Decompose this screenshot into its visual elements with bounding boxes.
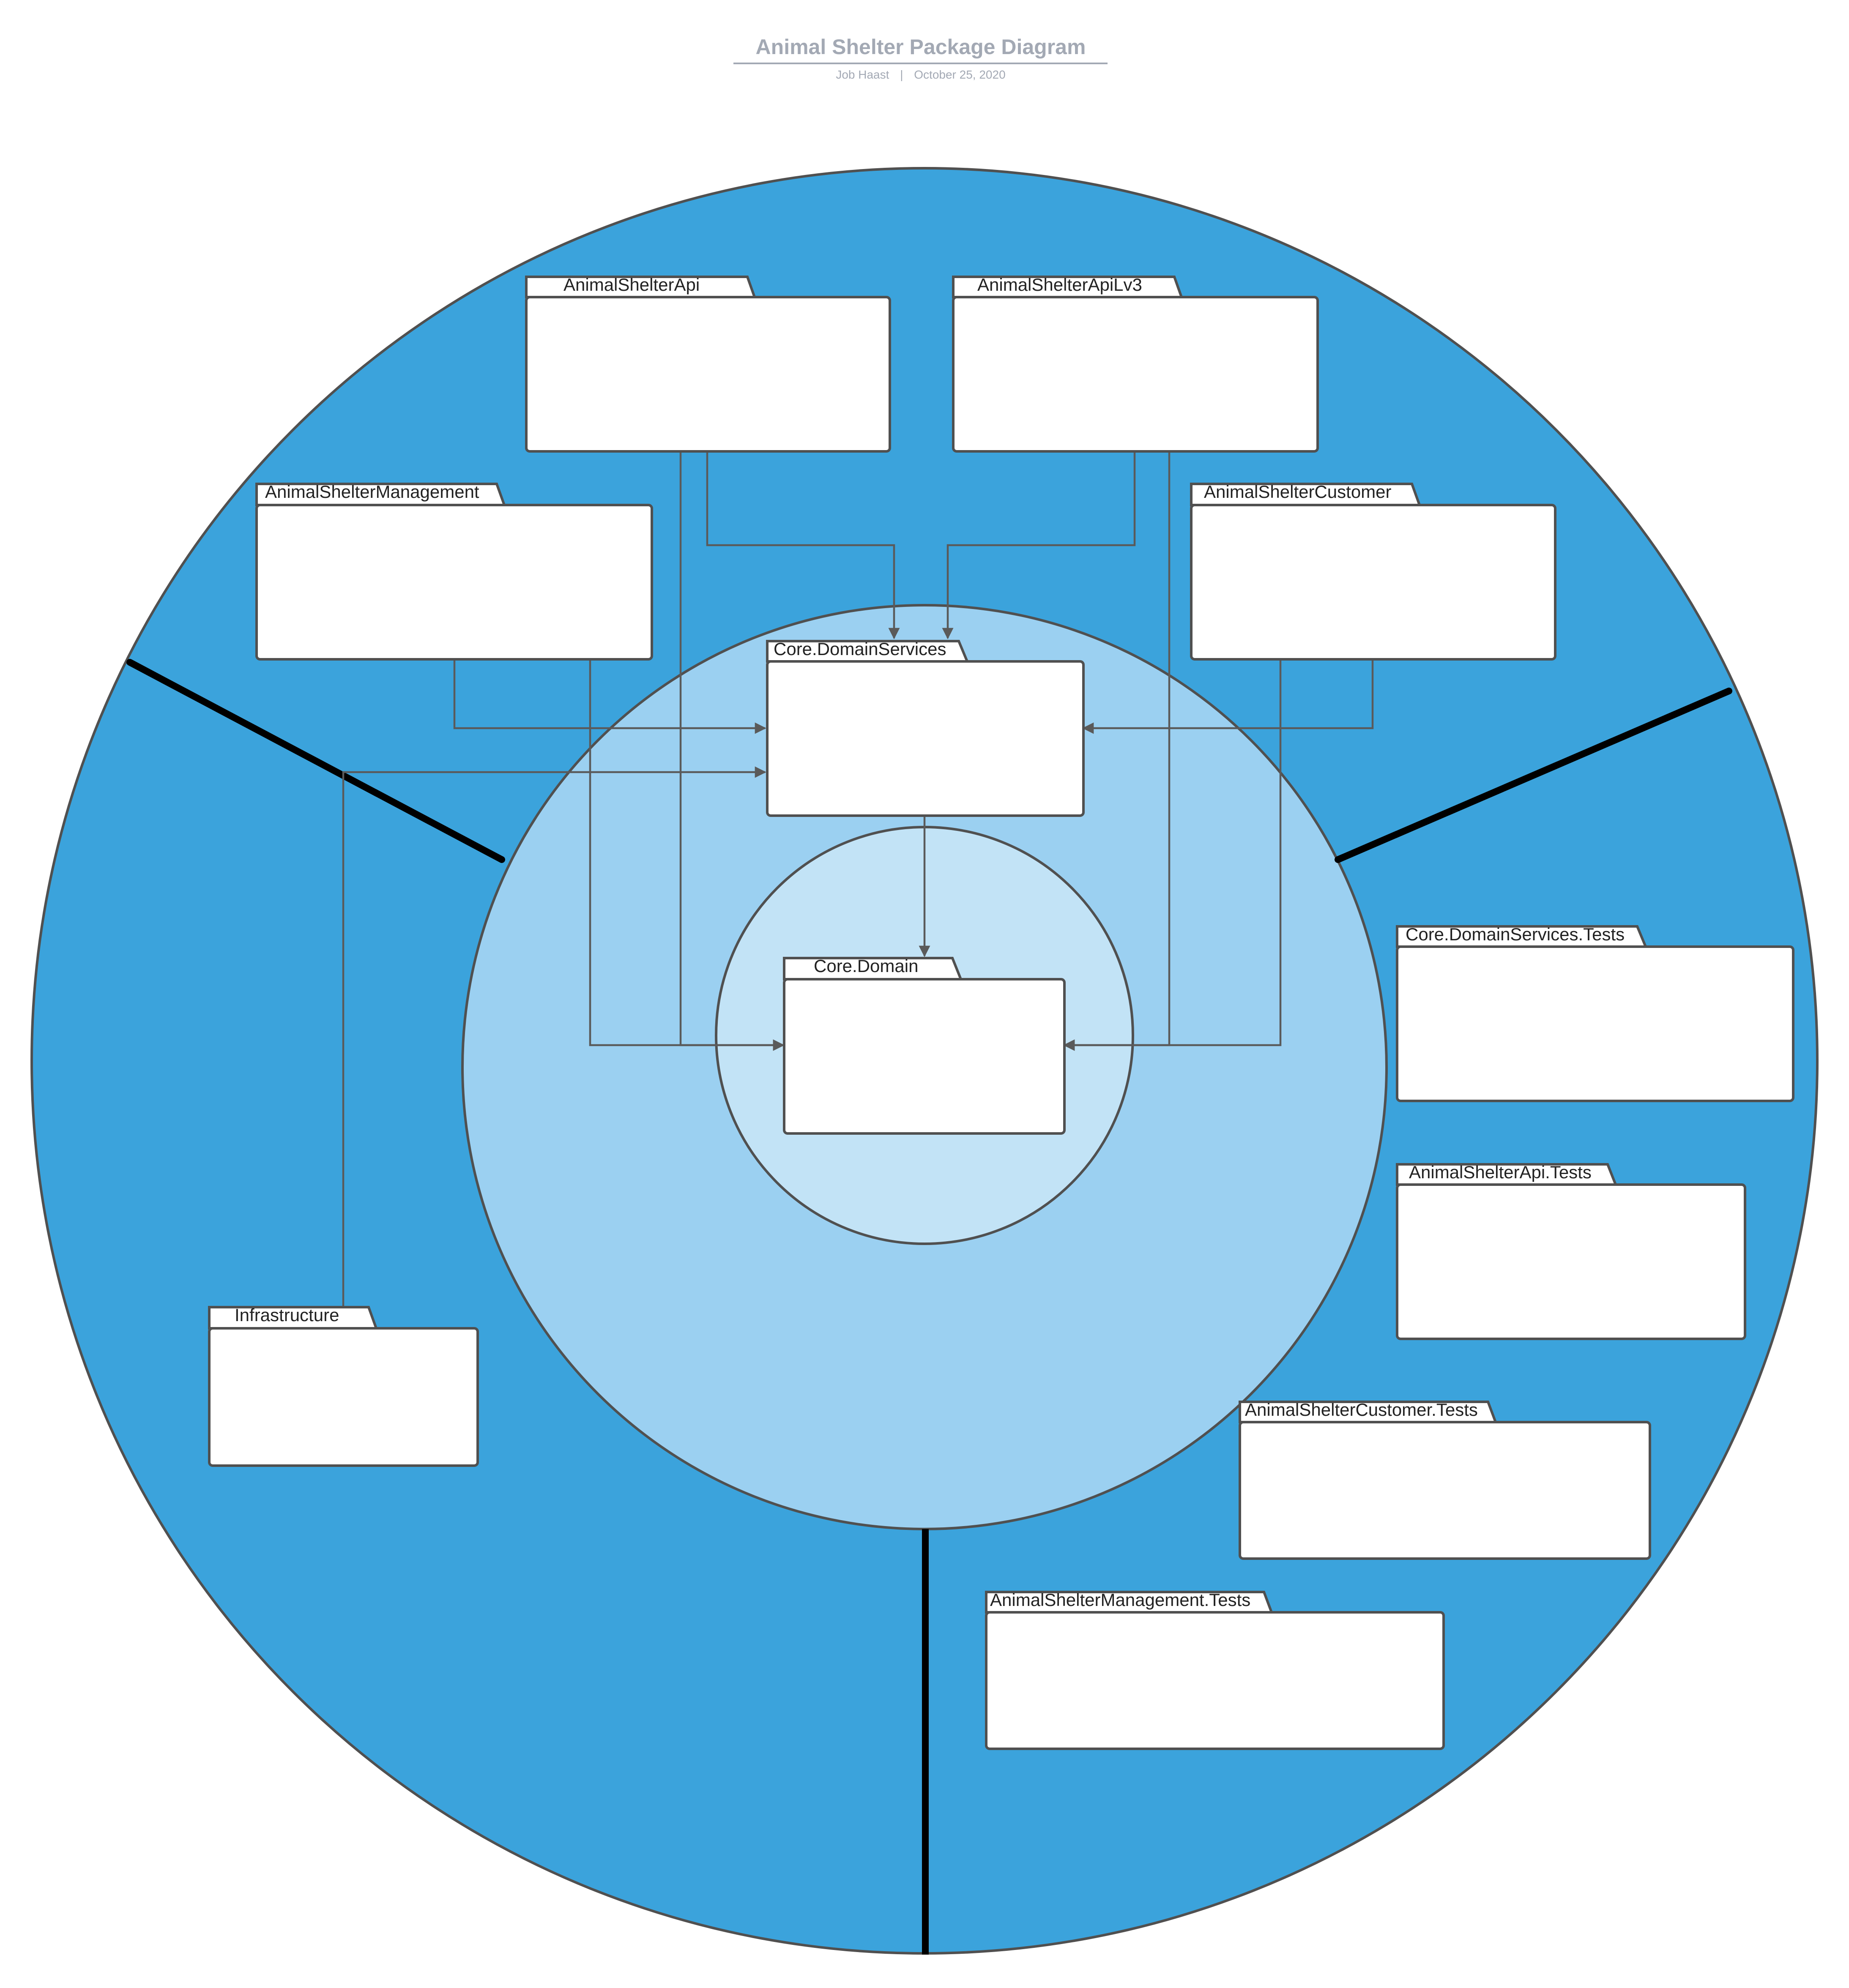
package-animal-shelter-management-tests[interactable]: AnimalShelterManagement.Tests xyxy=(985,1590,1445,1750)
author-text: Job Haast xyxy=(836,68,889,81)
package-body xyxy=(1190,504,1556,661)
package-label: AnimalShelterCustomer.Tests xyxy=(1245,1400,1478,1420)
package-label: Core.DomainServices.Tests xyxy=(1406,924,1625,944)
package-animal-shelter-management[interactable]: AnimalShelterManagement xyxy=(255,482,653,661)
connector-infrastructure-to-domain-services xyxy=(342,766,766,1306)
diagram-subtitle: Job Haast | October 25, 2020 xyxy=(836,68,1005,81)
package-body xyxy=(255,504,653,661)
package-body xyxy=(1396,1183,1746,1340)
connector-api-to-domain-services xyxy=(706,451,900,639)
package-label: AnimalShelterCustomer xyxy=(1204,482,1392,502)
package-label: AnimalShelterManagement.Tests xyxy=(990,1590,1250,1610)
package-animal-shelter-api-lv3[interactable]: AnimalShelterApiLv3 xyxy=(952,275,1319,453)
divider-left xyxy=(126,659,505,863)
package-core-domain[interactable]: Core.Domain xyxy=(783,956,1066,1135)
connector-api-to-domain xyxy=(679,451,785,1051)
package-body xyxy=(952,296,1319,453)
package-body xyxy=(208,1327,479,1467)
dependency-connectors xyxy=(342,451,1374,1306)
package-core-domain-services[interactable]: Core.DomainServices xyxy=(766,639,1085,817)
package-label: Core.DomainServices xyxy=(774,639,946,659)
package-animal-shelter-customer[interactable]: AnimalShelterCustomer xyxy=(1190,482,1556,661)
connector-customer-to-domain xyxy=(1063,659,1282,1051)
package-label: AnimalShelterApi xyxy=(563,275,700,295)
divider-right xyxy=(1335,688,1732,863)
package-label: AnimalShelterApi.Tests xyxy=(1409,1162,1592,1182)
package-animal-shelter-api[interactable]: AnimalShelterApi xyxy=(525,275,891,453)
package-animal-shelter-api-tests[interactable]: AnimalShelterApi.Tests xyxy=(1396,1162,1746,1340)
connector-management-to-domain-services xyxy=(453,659,766,734)
package-label: AnimalShelterManagement xyxy=(265,482,479,502)
package-body xyxy=(1239,1421,1651,1560)
package-label: Infrastructure xyxy=(235,1305,339,1325)
package-label: AnimalShelterApiLv3 xyxy=(977,275,1142,295)
connector-customer-to-domain-services xyxy=(1082,659,1374,734)
package-animal-shelter-customer-tests[interactable]: AnimalShelterCustomer.Tests xyxy=(1239,1400,1651,1560)
package-body xyxy=(766,660,1085,817)
package-body xyxy=(985,1611,1445,1750)
package-core-domain-services-tests[interactable]: Core.DomainServices.Tests xyxy=(1396,924,1794,1102)
package-body xyxy=(525,296,891,453)
package-body xyxy=(1396,945,1794,1102)
diagram-title: Animal Shelter Package Diagram xyxy=(756,35,1086,59)
connector-apilv3-to-domain-services xyxy=(942,451,1136,639)
package-body xyxy=(783,978,1066,1135)
package-infrastructure[interactable]: Infrastructure xyxy=(208,1305,479,1467)
date-text: October 25, 2020 xyxy=(914,68,1005,81)
subtitle-separator: | xyxy=(900,68,903,81)
package-label: Core.Domain xyxy=(814,956,918,976)
